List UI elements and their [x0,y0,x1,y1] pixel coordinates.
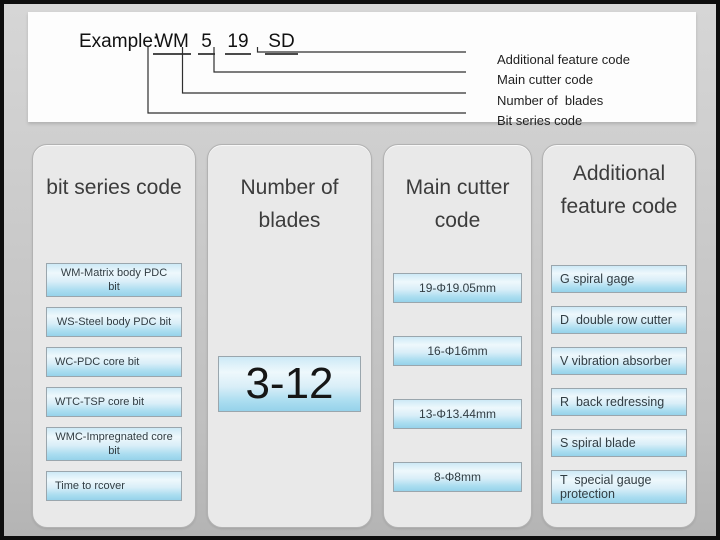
bit-series-items: WM-Matrix body PDC bit WS-Steel body PDC… [46,263,182,501]
callout-number-of-blades: Number of blades [497,93,604,108]
panel-bit-series-code: bit series code WM-Matrix body PDC bit W… [32,144,196,528]
panel-additional-feature-code: Additional feature code G spiral gage D … [542,144,696,528]
list-item: WM-Matrix body PDC bit [46,263,182,297]
feature-items: G spiral gage D double row cutter V vibr… [551,265,687,504]
list-item: T special gauge protection [551,470,687,504]
list-item: WS-Steel body PDC bit [46,307,182,337]
list-item: S spiral blade [551,429,687,457]
list-item: WC-PDC core bit [46,347,182,377]
example-prefix: Example: [79,31,159,52]
panel-title: Additional feature code [560,162,678,218]
list-item: 19-Φ19.05mm [393,273,522,303]
example-panel: Example: WM 5 19 SD Additional feature c… [28,12,696,128]
list-item: G spiral gage [551,265,687,293]
example-code-bit-series: WM [153,32,191,55]
panel-title: Main cutter code [405,176,510,232]
example-code-feature: SD [265,32,298,55]
list-item: V vibration absorber [551,347,687,375]
blades-items: 3-12 [218,356,361,412]
list-item: 8-Φ8mm [393,462,522,492]
cutter-items: 19-Φ19.05mm 16-Φ16mm 13-Φ13.44mm 8-Φ8mm [393,273,522,492]
list-item: WTC-TSP core bit [46,387,182,417]
panel-title: bit series code [46,176,182,199]
list-item: D double row cutter [551,306,687,334]
panel-main-cutter-code: Main cutter code 19-Φ19.05mm 16-Φ16mm 13… [383,144,532,528]
callout-additional-feature-code: Additional feature code [497,52,630,67]
panel-number-of-blades: Number of blades 3-12 [207,144,372,528]
callout-bit-series-code: Bit series code [497,113,583,128]
list-item: R back redressing [551,388,687,416]
example-code-blades: 5 [198,32,215,55]
list-item: Time to rcover [46,471,182,501]
callout-main-cutter-code: Main cutter code [497,72,594,87]
example-code-cutter: 19 [225,32,251,55]
blades-range-value: 3-12 [218,356,361,412]
list-item: WMC-Impregnated core bit [46,427,182,461]
list-item: 13-Φ13.44mm [393,399,522,429]
panel-title: Number of blades [240,176,339,232]
list-item: 16-Φ16mm [393,336,522,366]
